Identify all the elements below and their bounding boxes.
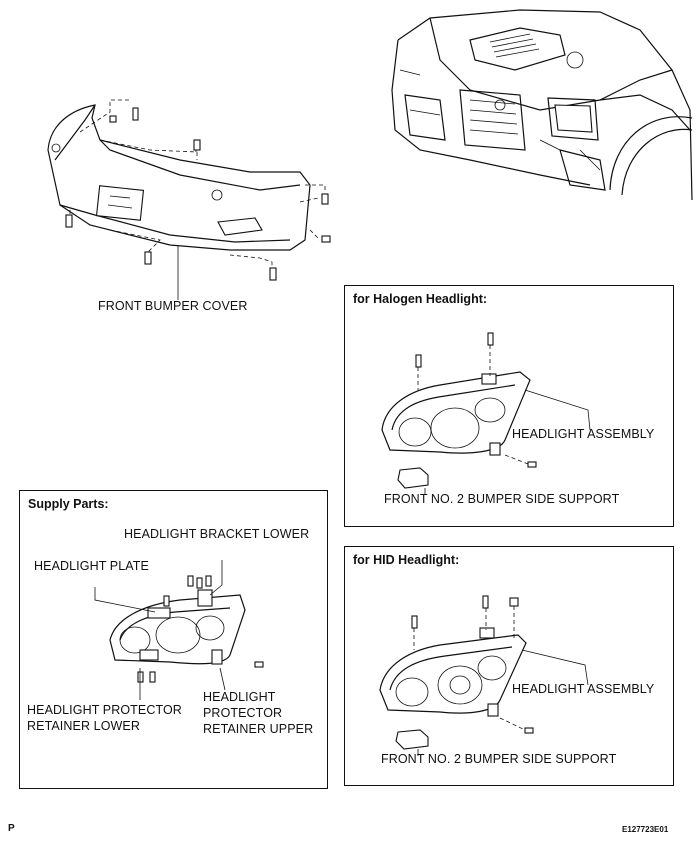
page-mark: P [8,823,15,834]
supply-parts-title: Supply Parts: [28,497,109,511]
retainer-lower-label-line2: RETAINER LOWER [27,719,140,733]
front-bumper-cover-label: FRONT BUMPER COVER [98,299,248,313]
headlight-bracket-lower-label: HEADLIGHT BRACKET LOWER [124,527,310,541]
halogen-box-title: for Halogen Headlight: [353,292,488,306]
halogen-headlight-assembly-label: HEADLIGHT ASSEMBLY [512,427,655,441]
hid-headlight-assembly-label: HEADLIGHT ASSEMBLY [512,682,655,696]
hid-box-title: for HID Headlight: [353,553,460,567]
halogen-bumper-side-support-label: FRONT NO. 2 BUMPER SIDE SUPPORT [384,492,620,506]
vehicle-front-illustration [391,9,693,201]
supply-parts-headlight-illustration [94,560,264,700]
figure-id: E127723E01 [622,825,669,834]
front-bumper-cover-illustration [47,99,331,300]
retainer-upper-label-line2: PROTECTOR [203,706,283,720]
headlight-plate-label: HEADLIGHT PLATE [34,559,149,573]
hid-bumper-side-support-label: FRONT NO. 2 BUMPER SIDE SUPPORT [381,752,617,766]
retainer-upper-label-line1: HEADLIGHT [203,690,276,704]
hid-headlight-illustration [379,595,589,756]
retainer-upper-label-line3: RETAINER UPPER [203,722,314,736]
retainer-lower-label-line1: HEADLIGHT PROTECTOR [27,703,182,717]
halogen-headlight-box: for Halogen Headlight: [344,285,674,527]
hid-headlight-box: for HID Headlight: [344,546,674,786]
halogen-headlight-illustration [381,332,591,495]
supply-parts-box: Supply Parts: [19,490,328,789]
